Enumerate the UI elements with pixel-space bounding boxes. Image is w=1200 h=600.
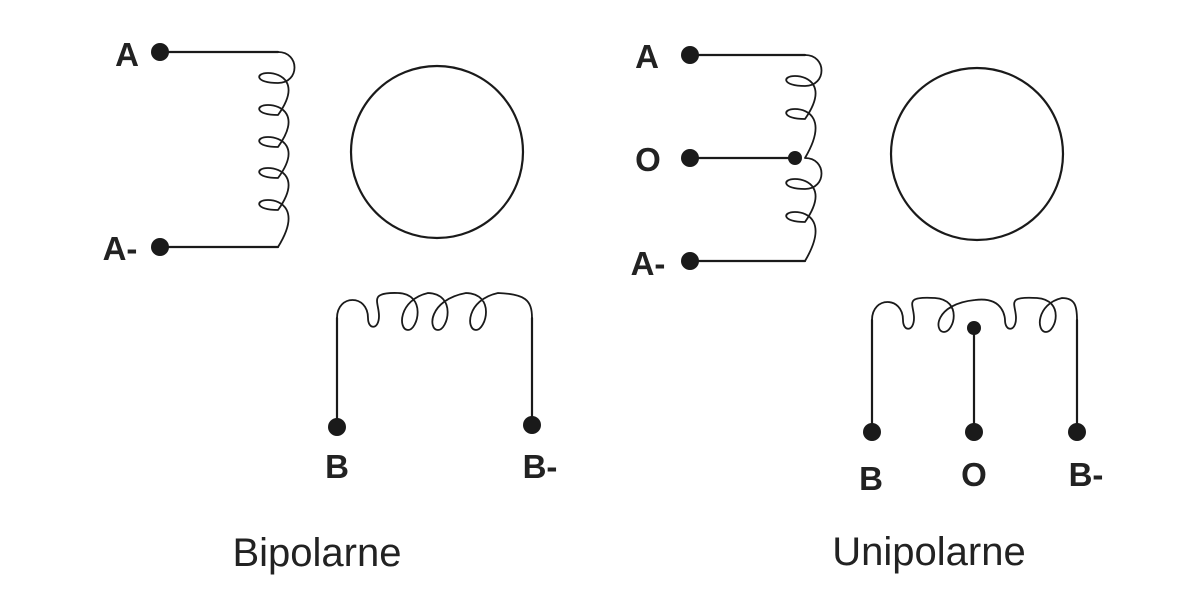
unipolar-winding-b-coil [871, 296, 1078, 333]
bipolar-winding-a-coil [258, 51, 296, 248]
bipolar-label-b-neg: B- [523, 448, 558, 485]
unipolar-winding-b-tap-junction [967, 321, 981, 335]
unipolar-label-b-center: O [961, 456, 987, 493]
unipolar-label-a-center: O [635, 141, 661, 178]
bipolar-rotor [349, 64, 525, 240]
unipolar-caption: Unipolarne [832, 530, 1025, 574]
bipolar-terminal-a-neg [151, 238, 169, 256]
bipolar-terminal-a [151, 43, 169, 61]
bipolar-winding-b-coil [336, 292, 533, 331]
unipolar-label-a-neg: A- [631, 245, 666, 282]
bipolar-caption: Bipolarne [232, 531, 401, 575]
unipolar-terminal-a-neg [681, 252, 699, 270]
unipolar-terminal-b [863, 423, 881, 441]
unipolar-rotor [889, 66, 1065, 242]
unipolar-label-b: B [859, 460, 883, 497]
unipolar-winding-a-tap-junction [788, 151, 802, 165]
bipolar-terminal-b-neg [523, 416, 541, 434]
unipolar-label-b-neg: B- [1069, 456, 1104, 493]
unipolar-terminal-a [681, 46, 699, 64]
unipolar-label-a: A [635, 38, 659, 75]
bipolar-label-a-neg: A- [103, 230, 138, 267]
bipolar-label-b: B [325, 448, 349, 485]
bipolar-label-a: A [115, 36, 139, 73]
unipolar-winding-a-coil [785, 54, 823, 262]
unipolar-terminal-a-center [681, 149, 699, 167]
unipolar-terminal-b-center [965, 423, 983, 441]
bipolar-terminal-b [328, 418, 346, 436]
bipolar-diagram: A A- B B- Bipolarne [103, 36, 558, 575]
unipolar-terminal-b-neg [1068, 423, 1086, 441]
unipolar-diagram: A O A- B O B- Unipolarne [631, 38, 1104, 574]
